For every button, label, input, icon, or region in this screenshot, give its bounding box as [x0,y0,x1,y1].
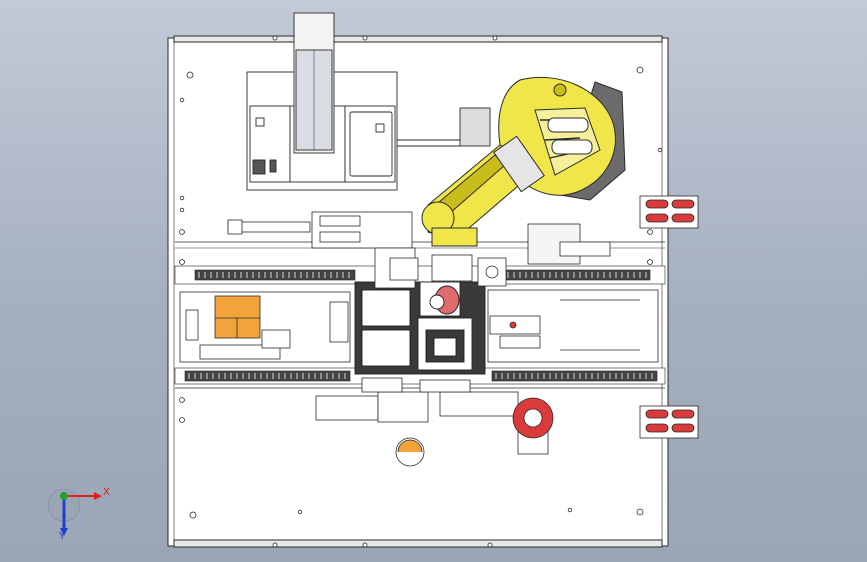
vertical-column [293,12,335,154]
center-fixture [354,281,486,375]
right-station [487,289,659,363]
pneumatic-slide-upper [227,211,611,289]
axis-y-label: Y [59,531,66,542]
mounting-bolts [179,35,663,548]
lower-station [315,377,519,467]
side-bracket-upper [639,195,699,229]
left-station [179,291,351,363]
chain-links [188,272,653,379]
red-turntable [512,397,554,455]
axis-x-label: X [103,487,110,498]
side-bracket-lower [639,405,699,439]
six-axis-robot-icon [421,76,626,247]
conveyor-upper [174,265,666,285]
coordinate-triad-icon [47,488,102,536]
